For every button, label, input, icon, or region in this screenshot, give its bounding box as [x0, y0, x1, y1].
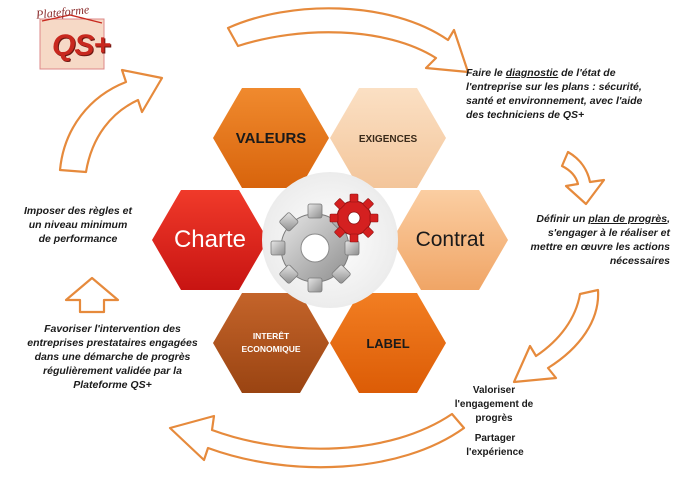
step-diagnostic-part1: Faire le — [466, 67, 506, 79]
label-charte: Charte — [173, 226, 247, 253]
hex-label — [330, 293, 446, 393]
step-diagnostic-part2: de l'état de l'entreprise sur les plans … — [466, 67, 643, 121]
hex-charte — [152, 190, 268, 290]
step-plan: Définir un plan de progrès, s'engager à … — [520, 212, 670, 268]
logo-main-text: QS+ — [52, 29, 111, 62]
label-label: LABEL — [366, 335, 410, 351]
step-plan-part2: , s'engager à le réaliser et mettre en œ… — [530, 213, 670, 267]
step-favoriser: Favoriser l'intervention des entreprises… — [27, 323, 198, 391]
right-cycle-arrow — [560, 150, 606, 206]
hex-exigences — [330, 88, 446, 188]
label-valeurs: VALEURS — [235, 129, 307, 147]
plateforme-qs-logo: Plateforme QS+ — [30, 2, 111, 75]
step-plan-part1: Définir un — [536, 213, 589, 225]
step-imposer: Imposer des règles et un niveau minimum … — [24, 205, 132, 245]
top-cycle-arrow — [226, 7, 470, 74]
hex-interet — [213, 293, 329, 393]
label-interet: INTERÊT ECONOMIQUE — [213, 326, 329, 360]
label-interet-line2: ECONOMIQUE — [241, 344, 301, 354]
left-up-arrow — [64, 276, 120, 314]
step-partager: Partager l'expérience — [466, 433, 524, 458]
logo-frame — [39, 14, 105, 70]
gears-icon — [270, 193, 379, 293]
step-diagnostic: Faire le diagnostic de l'état de l'entre… — [466, 66, 656, 122]
label-interet-line1: INTERÊT — [252, 331, 290, 341]
step-plan-link: plan de progrès — [588, 213, 668, 225]
top-left-cycle-arrow — [58, 68, 164, 174]
step-valoriser: Valoriser l'engagement de progrès — [454, 385, 534, 424]
label-contrat: Contrat — [415, 228, 485, 251]
label-exigences: EXIGENCES — [358, 133, 418, 145]
step-diagnostic-link: diagnostic — [505, 67, 559, 79]
bottom-right-cycle-arrow — [512, 288, 600, 384]
hex-valeurs — [213, 88, 329, 188]
hex-contrat — [392, 190, 508, 290]
bottom-cycle-arrow — [168, 412, 466, 469]
